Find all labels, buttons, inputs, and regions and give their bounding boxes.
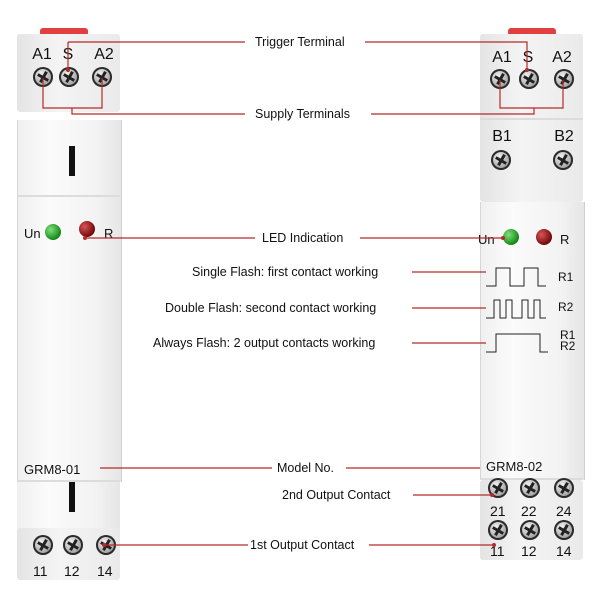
left-screw-a1 [33,67,53,87]
right-terminal-label-s: S [522,49,534,66]
right-waveform-label-r2: R2 [558,300,574,314]
left-led-un-label: Un [24,226,41,241]
left-screw-s [59,67,79,87]
right-screw-24 [554,478,574,498]
right-top-cap [508,28,556,36]
left-model-number: GRM8-01 [24,462,81,477]
right-waveform-diagram [486,267,548,353]
right-led-un-label: Un [478,232,495,247]
right-led-r-label: R [560,232,570,247]
right-screw-14 [554,520,574,540]
callout-trigger-terminal: Trigger Terminal [255,35,345,49]
left-body [17,120,122,482]
line-supply-right [371,80,564,115]
line-trigger-left [67,41,245,70]
right-screw-b2 [553,150,573,170]
left-screw-a2 [92,67,112,87]
callout-1st-output: 1st Output Contact [250,538,355,552]
callout-model-no: Model No. [277,461,334,475]
right-terminal-label-b2: B2 [554,128,574,145]
right-body [480,202,585,480]
callout-single-flash: Single Flash: first contact working [192,265,379,279]
right-terminal-label-a1: A1 [492,49,512,66]
callout-led-indication: LED Indication [262,231,344,245]
right-led-red [536,229,552,245]
waveform-single-flash-r1 [486,267,546,287]
right-screw-22 [520,478,540,498]
left-contact-label-14: 14 [97,563,113,579]
left-contact-label-12: 12 [64,563,80,579]
right-screw-a2 [554,69,574,89]
right-waveform-label-r1-always: R1 [560,328,576,342]
left-terminal-label-a2: A2 [94,46,114,63]
right-screw-s [519,69,539,89]
left-contact-label-11: 11 [33,563,48,579]
left-indicator-slot-top [69,146,75,176]
left-top-cap [40,28,88,36]
right-waveform-label-r2-always: R2 [560,339,576,353]
right-contact-label-12: 12 [521,543,537,559]
right-screw-11 [488,520,508,540]
line-trigger-right [365,41,528,70]
right-top-divider [480,118,583,120]
right-screw-12 [520,520,540,540]
left-body-upper-divider [17,195,120,197]
right-contact-label-21: 21 [490,503,506,519]
left-indicator-slot-bottom [69,482,75,512]
left-lower-body [17,482,120,530]
left-led-r-label: R [104,226,114,241]
right-contact-label-14: 14 [556,543,572,559]
right-led-green [503,229,519,245]
right-screw-b1 [491,150,511,170]
right-contact-label-22: 22 [521,503,537,519]
callout-always-flash: Always Flash: 2 output contacts working [153,336,376,350]
left-body-lower-divider [17,480,120,482]
right-waveform-label-r1: R1 [558,270,574,284]
right-contact-label-11: 11 [490,543,505,559]
left-terminal-label-a1: A1 [32,46,52,63]
right-screw-a1 [490,69,510,89]
left-screw-11 [33,535,53,555]
left-led-red [79,221,95,237]
right-contact-label-24: 24 [556,503,572,519]
right-terminal-label-a2: A2 [552,49,572,66]
line-supply-left [42,78,245,115]
callout-double-flash: Double Flash: second contact working [165,301,377,315]
callout-2nd-output: 2nd Output Contact [282,488,391,502]
right-model-number: GRM8-02 [486,459,543,474]
waveform-always-flash [486,333,548,353]
right-terminal-label-b1: B1 [492,128,512,145]
left-led-green [45,224,61,240]
waveform-double-flash-r2 [486,299,546,319]
right-screw-21 [488,478,508,498]
callout-supply-terminals: Supply Terminals [255,107,350,121]
left-screw-12 [63,535,83,555]
